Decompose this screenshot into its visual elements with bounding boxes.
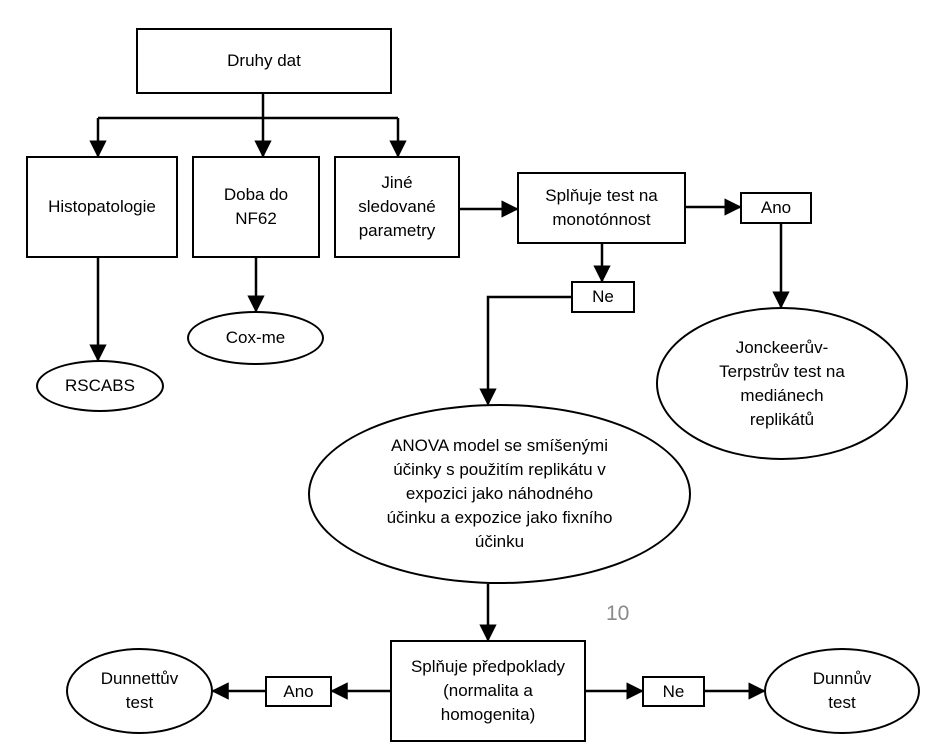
node-doba-do-nf62: Doba do NF62 [192, 156, 320, 258]
node-splnuje-predpoklady: Splňuje předpoklady (normalita a homogen… [390, 640, 586, 742]
node-ne-top: Ne [571, 281, 635, 313]
page-number: 10 [606, 602, 630, 625]
node-jonckheere-terpstra: Jonckeerův- Terpstrův test na mediánech … [656, 307, 908, 460]
node-rscabs: RSCABS [36, 360, 164, 412]
edge-ne-anova [479, 295, 571, 406]
node-test-monotonnost: Splňuje test na monotónnost [517, 172, 686, 244]
node-anova-model: ANOVA model se smíšenými účinky s použit… [308, 404, 691, 584]
node-ano-bottom: Ano [265, 676, 332, 707]
node-dunnettuv-test: Dunnettův test [66, 648, 213, 734]
node-dunnuv-test: Dunnův test [764, 648, 920, 734]
node-cox-me: Cox-me [187, 311, 324, 365]
node-ne-bottom: Ne [642, 676, 705, 707]
node-ano-top: Ano [740, 192, 812, 224]
node-druhy-dat: Druhy dat [136, 28, 392, 94]
node-histopatologie: Histopatologie [26, 156, 178, 258]
node-jine-parametry: Jiné sledované parametry [334, 156, 460, 258]
